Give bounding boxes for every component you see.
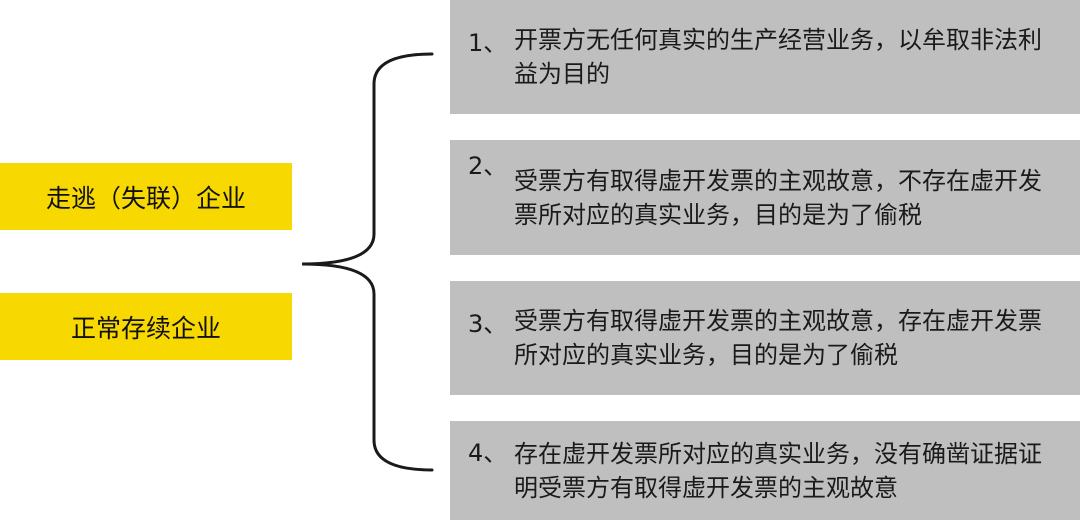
case-number-2: 2、 [468,152,508,180]
brace-path [301,52,434,472]
enterprise-label-absconded: 走逃（失联）企业 [45,183,246,213]
case-number-3: 3、 [468,310,508,338]
case-number-4: 4、 [468,439,508,467]
case-box-3: 3、 受票方有取得虚开发票的主观故意，存在虚开发票所对应的真实业务，目的是为了偷… [450,281,1080,395]
case-text-1: 开票方无任何真实的生产经营业务，以牟取非法利益为目的 [514,26,1042,88]
enterprise-label-normal: 正常存续企业 [70,313,221,343]
case-box-1: 1、 开票方无任何真实的生产经营业务，以牟取非法利益为目的 [450,0,1080,114]
case-box-4: 4、 存在虚开发票所对应的真实业务，没有确凿证据证明受票方有取得虚开发票的主观故… [450,421,1080,520]
enterprise-box-absconded: 走逃（失联）企业 [0,163,292,230]
case-box-2: 2、 受票方有取得虚开发票的主观故意，不存在虚开发票所对应的真实业务，目的是为了… [450,140,1080,255]
case-text-4: 存在虚开发票所对应的真实业务，没有确凿证据证明受票方有取得虚开发票的主观故意 [514,439,1042,502]
case-text-3: 受票方有取得虚开发票的主观故意，存在虚开发票所对应的真实业务，目的是为了偷税 [514,307,1042,369]
case-number-1: 1、 [468,29,508,57]
case-text-2: 受票方有取得虚开发票的主观故意，不存在虚开发票所对应的真实业务，目的是为了偷税 [514,166,1042,229]
curly-brace-connector [301,52,434,472]
enterprise-box-normal: 正常存续企业 [0,293,292,360]
